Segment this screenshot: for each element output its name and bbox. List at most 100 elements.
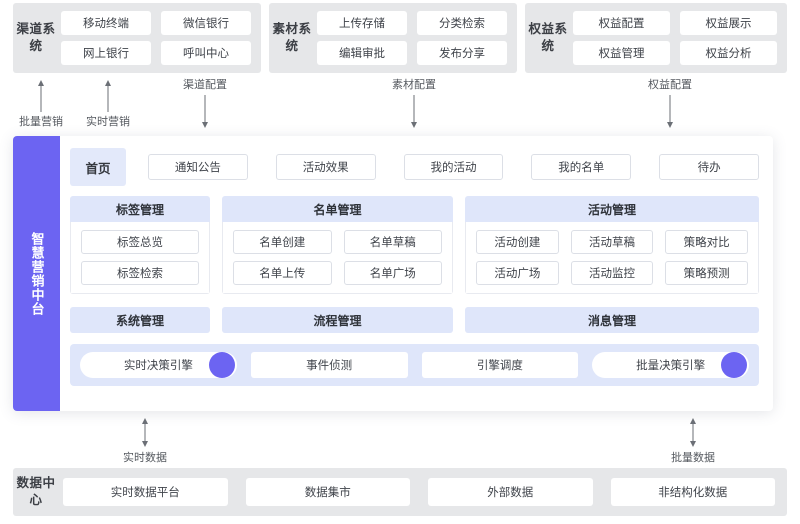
card-activity-management-body: 活动创建 活动草稿 策略对比 活动广场 活动监控 策略预测 [465, 222, 759, 294]
data-cell-external-data[interactable]: 外部数据 [428, 478, 593, 506]
tab-todo[interactable]: 待办 [659, 154, 759, 180]
platform-spine-title: 智慧营销中台 [29, 231, 45, 316]
engine-event-detection[interactable]: 事件侦测 [250, 352, 408, 378]
engine-scheduling[interactable]: 引擎调度 [421, 352, 579, 378]
arrow-shaft [669, 95, 671, 122]
card-tag-management-title: 标签管理 [70, 196, 210, 222]
arrow-label: 实时数据 [123, 452, 167, 464]
bar-process-management[interactable]: 流程管理 [222, 307, 453, 333]
engine-label: 事件侦测 [306, 360, 353, 372]
sys-cell[interactable]: 网上银行 [61, 41, 151, 65]
arrow-shaft [40, 84, 42, 112]
sys-cell[interactable]: 呼叫中心 [161, 41, 251, 65]
cell-list-upload[interactable]: 名单上传 [233, 261, 332, 285]
arrow-head-down-icon [202, 122, 208, 128]
system-block-rights: 权益系统 权益配置 权益展示 权益管理 权益分析 [525, 3, 787, 73]
platform-body: 首页 通知公告 活动效果 我的活动 我的名单 待办 标签管理 标签总览 标签检索… [60, 136, 773, 411]
arrow-head-down-icon [142, 441, 148, 447]
engine-label: 引擎调度 [476, 360, 523, 372]
arrow-batch-marketing: 批量营销 [19, 80, 63, 128]
sys-cell[interactable]: 权益分析 [680, 41, 777, 65]
system-block-channel-title: 渠道系统 [16, 22, 56, 53]
sys-cell[interactable]: 权益管理 [573, 41, 670, 65]
data-cell-unstructured-data[interactable]: 非结构化数据 [610, 478, 775, 506]
card-list-management-body: 名单创建 名单草稿 名单上传 名单广场 [222, 222, 453, 294]
bar-system-management[interactable]: 系统管理 [70, 307, 210, 333]
arrow-head-up-icon [38, 80, 44, 86]
cell-list-square[interactable]: 名单广场 [343, 261, 442, 285]
management-bar-row: 系统管理 流程管理 消息管理 [70, 307, 759, 333]
cell-activity-square[interactable]: 活动广场 [476, 261, 559, 285]
cell-list-draft[interactable]: 名单草稿 [343, 230, 442, 254]
engine-label: 实时决策引擎 [123, 360, 193, 372]
arrow-rights-config: 权益配置 [648, 76, 692, 128]
engine-dot-icon [208, 352, 235, 378]
cell-list-create[interactable]: 名单创建 [233, 230, 332, 254]
system-block-rights-title: 权益系统 [528, 22, 568, 53]
engine-strip: 实时决策引擎 事件侦测 引擎调度 批量决策引擎 [70, 344, 759, 386]
data-center-title: 数据中心 [16, 476, 56, 507]
sys-cell[interactable]: 分类检索 [417, 11, 507, 35]
tab-list: 通知公告 活动效果 我的活动 我的名单 待办 [126, 154, 759, 180]
tab-my-list[interactable]: 我的名单 [531, 154, 632, 180]
arrow-head-down-icon [411, 122, 417, 128]
arrow-realtime-data: 实时数据 [123, 418, 167, 464]
arrow-label: 渠道配置 [183, 79, 227, 91]
data-cell-data-mart[interactable]: 数据集市 [245, 478, 410, 506]
sys-cell[interactable]: 移动终端 [61, 11, 151, 35]
arrow-material-config: 素材配置 [392, 76, 436, 128]
arrow-head-up-icon [105, 80, 111, 86]
system-block-channel-items: 移动终端 微信银行 网上银行 呼叫中心 [59, 3, 261, 73]
engine-realtime-decision[interactable]: 实时决策引擎 [80, 352, 237, 378]
engine-batch-decision[interactable]: 批量决策引擎 [592, 352, 749, 378]
arrow-batch-data: 批量数据 [671, 418, 715, 464]
arrow-shaft [413, 95, 415, 122]
cell-activity-create[interactable]: 活动创建 [476, 230, 559, 254]
cell-tag-overview[interactable]: 标签总览 [81, 230, 199, 254]
arrow-label: 批量数据 [671, 452, 715, 464]
sys-cell[interactable]: 编辑审批 [317, 41, 407, 65]
card-activity-management: 活动管理 活动创建 活动草稿 策略对比 活动广场 活动监控 策略预测 [465, 196, 759, 294]
tab-effect[interactable]: 活动效果 [275, 154, 376, 180]
sys-cell[interactable]: 发布分享 [417, 41, 507, 65]
arrow-head-up-icon [690, 418, 696, 424]
data-center-items: 实时数据平台 数据集市 外部数据 非结构化数据 [59, 478, 787, 506]
card-list-management-title: 名单管理 [222, 196, 453, 222]
platform-spine: 智慧营销中台 [13, 136, 60, 411]
sys-cell[interactable]: 微信银行 [161, 11, 251, 35]
card-tag-management: 标签管理 标签总览 标签检索 [70, 196, 210, 294]
tab-my-activity[interactable]: 我的活动 [403, 154, 504, 180]
arrow-channel-config: 渠道配置 [183, 76, 227, 128]
arrow-label: 权益配置 [648, 79, 692, 91]
arrow-shaft [692, 423, 694, 442]
data-center-block: 数据中心 实时数据平台 数据集市 外部数据 非结构化数据 [13, 468, 787, 516]
platform-tabstrip: 首页 通知公告 活动效果 我的活动 我的名单 待办 [70, 148, 759, 186]
management-card-row: 标签管理 标签总览 标签检索 名单管理 名单创建 名单草稿 名单上传 名单广场 … [70, 196, 759, 294]
system-block-rights-items: 权益配置 权益展示 权益管理 权益分析 [571, 3, 787, 73]
sys-cell[interactable]: 权益配置 [573, 11, 670, 35]
system-block-material: 素材系统 上传存储 分类检索 编辑审批 发布分享 [269, 3, 517, 73]
data-cell-realtime-platform[interactable]: 实时数据平台 [63, 478, 228, 506]
cell-activity-monitor[interactable]: 活动监控 [570, 261, 654, 285]
bar-message-management[interactable]: 消息管理 [465, 307, 759, 333]
card-activity-management-title: 活动管理 [465, 196, 759, 222]
tab-home[interactable]: 首页 [70, 148, 126, 186]
card-list-management: 名单管理 名单创建 名单草稿 名单上传 名单广场 [222, 196, 453, 294]
arrow-realtime-marketing: 实时营销 [86, 80, 130, 128]
engine-label: 批量决策引擎 [636, 360, 706, 372]
cell-activity-draft[interactable]: 活动草稿 [570, 230, 654, 254]
cell-strategy-compare[interactable]: 策略对比 [665, 230, 748, 254]
cell-strategy-forecast[interactable]: 策略预测 [665, 261, 748, 285]
sys-cell[interactable]: 权益展示 [680, 11, 777, 35]
system-block-material-title: 素材系统 [272, 22, 312, 53]
tab-notice[interactable]: 通知公告 [148, 154, 248, 180]
system-block-channel: 渠道系统 移动终端 微信银行 网上银行 呼叫中心 [13, 3, 261, 73]
sys-cell[interactable]: 上传存储 [317, 11, 407, 35]
arrow-shaft [107, 84, 109, 112]
arrow-shaft [204, 95, 206, 122]
arrow-head-up-icon [142, 418, 148, 424]
arrow-label: 实时营销 [86, 116, 130, 128]
arrow-shaft [144, 423, 146, 442]
cell-tag-search[interactable]: 标签检索 [81, 261, 199, 285]
